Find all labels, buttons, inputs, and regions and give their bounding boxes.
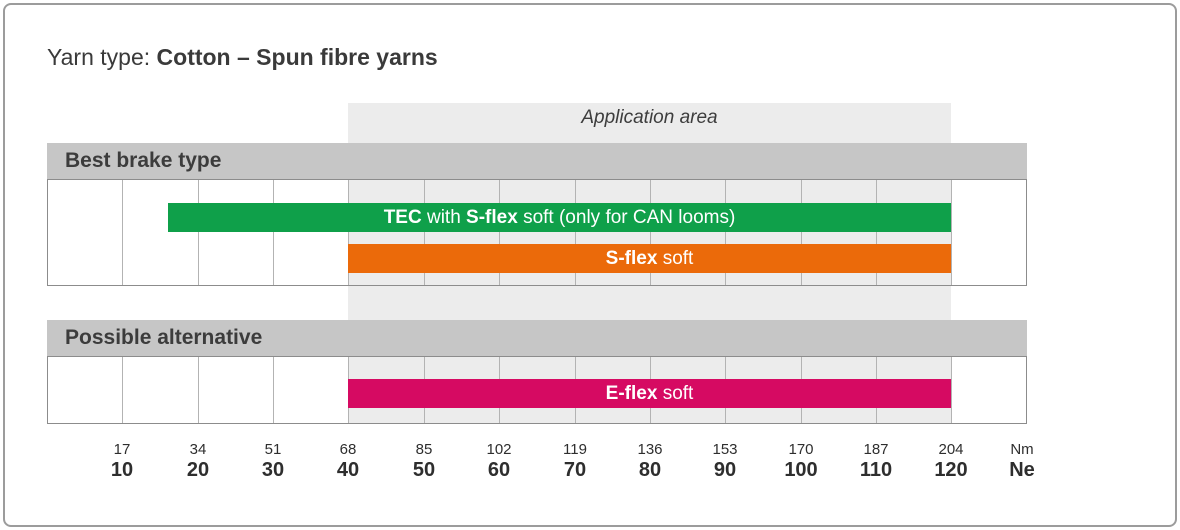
axis-unit-ne: Ne — [1009, 459, 1035, 481]
axis-tick-nm: 170 — [788, 441, 814, 458]
bar-e-flex-soft: E-flex soft — [348, 379, 951, 408]
bar-label-part: S-flex — [605, 248, 658, 269]
axis-tick-ne: 80 — [638, 459, 662, 481]
axis-tick-ne: 40 — [336, 459, 360, 481]
gridline — [348, 180, 349, 285]
axis-tick-nm: 102 — [486, 441, 512, 458]
page-title-prefix: Yarn type: — [47, 44, 157, 70]
bar-label-part: with — [421, 207, 467, 228]
axis-tick-nm: 51 — [264, 441, 282, 458]
axis-tick-nm: 153 — [712, 441, 738, 458]
gridline — [650, 180, 651, 285]
axis-tick-nm: 119 — [563, 441, 587, 458]
axis-tick-ne: 10 — [110, 459, 134, 481]
x-axis-ne-scale: Ne 10 20 30 40 50 60 70 80 90 100 110 120 — [0, 459, 1180, 483]
application-area-label: Application area — [581, 107, 718, 128]
page-title-yarn-type: Cotton – Spun fibre yarns — [156, 44, 438, 70]
bar-label-part: E-flex — [605, 383, 658, 404]
axis-tick-nm: 187 — [863, 441, 889, 458]
gridline — [876, 180, 877, 285]
axis-tick-nm: 136 — [637, 441, 663, 458]
axis-tick-nm: 17 — [113, 441, 131, 458]
axis-tick-ne: 90 — [713, 459, 737, 481]
gridline — [424, 180, 425, 285]
bar-label-part: TEC — [383, 207, 422, 228]
gridline — [273, 357, 274, 423]
gridline — [198, 357, 199, 423]
section-header-best-brake-type: Best brake type — [47, 143, 1027, 179]
axis-tick-ne: 120 — [934, 459, 968, 481]
bar-label-part: soft — [657, 248, 694, 269]
x-axis-nm-scale: Nm 17 34 51 68 85 102 119 136 153 170 187 204 — [0, 441, 1180, 465]
axis-tick-nm: 34 — [189, 441, 207, 458]
axis-tick-ne: 30 — [261, 459, 285, 481]
gridline — [198, 180, 199, 285]
bar-label-part: soft — [657, 383, 694, 404]
gridline — [122, 357, 123, 423]
gridline — [575, 180, 576, 285]
bar-tec-with-s-flex-soft: TEC with S-flex soft (only for CAN looms… — [168, 203, 951, 232]
axis-tick-ne: 50 — [412, 459, 436, 481]
axis-tick-ne: 100 — [784, 459, 818, 481]
gridline — [951, 357, 952, 423]
axis-tick-ne: 20 — [186, 459, 210, 481]
gridline — [499, 180, 500, 285]
bar-s-flex-soft: S-flex soft — [348, 244, 951, 273]
axis-tick-nm: 85 — [415, 441, 433, 458]
gridline — [801, 180, 802, 285]
axis-tick-ne: 110 — [859, 459, 893, 481]
axis-unit-nm: Nm — [1010, 441, 1034, 458]
page-title: Yarn type: Cotton – Spun fibre yarns — [47, 44, 438, 71]
section-header-possible-alternative: Possible alternative — [47, 320, 1027, 356]
gridline — [951, 180, 952, 285]
grid-band-best-brake-type — [47, 179, 1027, 286]
axis-tick-ne: 60 — [487, 459, 511, 481]
gridline — [725, 180, 726, 285]
bar-label-part: soft (only for CAN looms) — [517, 207, 736, 228]
bar-label-part: S-flex — [466, 207, 518, 228]
axis-tick-nm: 204 — [938, 441, 964, 458]
gridline — [122, 180, 123, 285]
axis-tick-nm: 68 — [339, 441, 357, 458]
axis-tick-ne: 70 — [563, 459, 587, 481]
gridline — [273, 180, 274, 285]
